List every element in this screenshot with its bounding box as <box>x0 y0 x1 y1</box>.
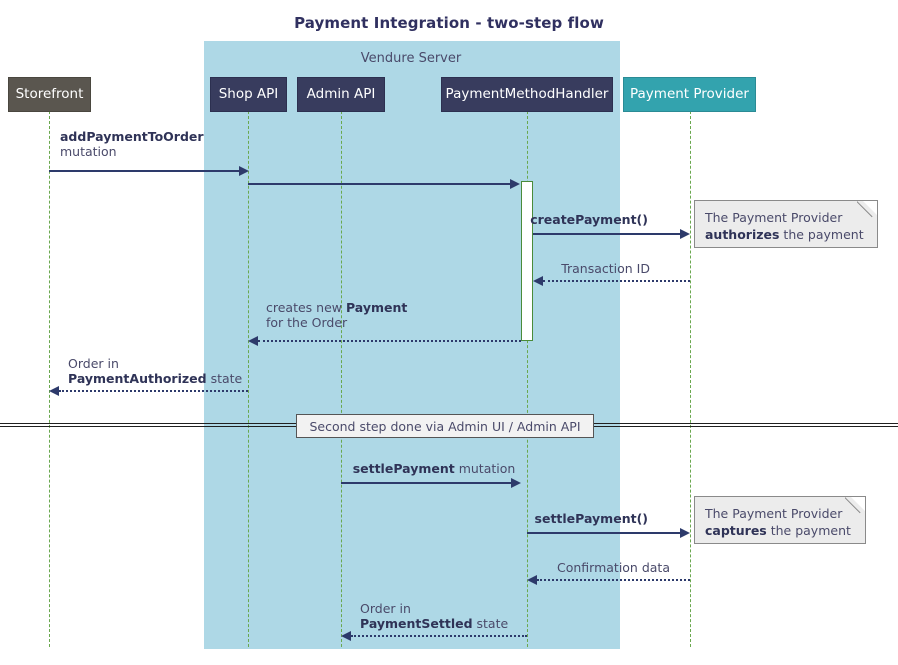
message-label-settle-payment-mutation: settlePayment mutation <box>290 461 578 476</box>
note-bold: authorizes <box>705 227 780 242</box>
arrow-head-right-icon <box>680 229 690 239</box>
message-label-create-payment: createPayment() <box>420 212 648 227</box>
participant-payment-method-handler-label: PaymentMethodHandler <box>445 85 609 102</box>
message-label-settle-payment-mutation-bold: settlePayment <box>352 461 455 476</box>
note-rest: the payment <box>779 227 864 242</box>
message-label-payment-authorized-line1: Order in <box>68 356 119 371</box>
message-label-transaction-id: Transaction ID <box>430 261 650 276</box>
message-label-payment-settled-bold: PaymentSettled <box>360 616 473 631</box>
message-arrow-add-payment-to-order <box>49 170 239 172</box>
message-label-payment-settled-line1: Order in <box>360 601 411 616</box>
note-line-1: The Payment Provider <box>705 210 843 225</box>
message-label-payment-authorized-rest: state <box>206 371 243 386</box>
message-arrow-creates-new-payment <box>258 340 521 342</box>
participant-storefront-label: Storefront <box>15 85 84 102</box>
note-payment-provider-authorizes: The Payment Provider authorizes the paym… <box>694 200 878 248</box>
message-label-create-payment-bold: createPayment() <box>530 212 648 227</box>
message-label-add-payment-to-order-bold: addPaymentToOrder <box>60 129 204 144</box>
participant-storefront[interactable]: Storefront <box>8 77 91 112</box>
message-label-settle-payment-mutation-rest: mutation <box>454 461 516 476</box>
arrow-head-left-icon <box>49 386 59 396</box>
lifeline-payment-provider <box>690 111 691 647</box>
participant-payment-provider[interactable]: Payment Provider <box>623 77 756 112</box>
note-bold: captures <box>705 523 767 538</box>
arrow-head-left-icon <box>248 336 258 346</box>
message-arrow-payment-authorized <box>59 390 248 392</box>
message-label-creates-new-payment: creates new Payment for the Order <box>266 300 407 330</box>
note-fold-edge-icon <box>857 201 877 221</box>
arrow-head-right-icon <box>511 478 521 488</box>
participant-admin-api-label: Admin API <box>306 85 376 102</box>
note-fold-edge-icon <box>845 497 865 517</box>
arrow-head-right-icon <box>680 528 690 538</box>
message-label-creates-new-payment-pre: creates new <box>266 300 346 315</box>
note-payment-provider-captures: The Payment Provider captures the paymen… <box>694 496 866 544</box>
lifeline-shop-api <box>248 111 249 647</box>
divider-box-second-step: Second step done via Admin UI / Admin AP… <box>296 414 594 438</box>
message-arrow-confirmation-data <box>537 579 690 581</box>
participant-shop-api-label: Shop API <box>218 85 279 102</box>
message-label-add-payment-to-order: addPaymentToOrder mutation <box>60 129 204 159</box>
activation-bar-payment-method-handler <box>521 181 533 341</box>
message-label-payment-authorized-bold: PaymentAuthorized <box>68 371 207 386</box>
message-label-payment-settled: Order in PaymentSettled state <box>360 601 508 631</box>
message-label-creates-new-payment-bold: Payment <box>345 300 408 315</box>
lifeline-admin-api <box>341 111 342 647</box>
message-label-settle-payment-call-bold: settlePayment() <box>534 511 648 526</box>
message-label-confirmation-data: Confirmation data <box>420 560 670 575</box>
arrow-head-left-icon <box>341 631 351 641</box>
arrow-head-left-icon <box>527 575 537 585</box>
message-label-confirmation-data-text: Confirmation data <box>556 560 670 575</box>
message-arrow-settle-payment-mutation <box>341 482 511 484</box>
message-label-transaction-id-text: Transaction ID <box>561 261 650 276</box>
page-title: Payment Integration - two-step flow <box>294 14 604 32</box>
lifeline-storefront <box>49 111 50 647</box>
group-label-vendure-server: Vendure Server <box>360 51 462 66</box>
note-rest: the payment <box>766 523 851 538</box>
divider-label: Second step done via Admin UI / Admin AP… <box>309 418 581 434</box>
participant-payment-method-handler[interactable]: PaymentMethodHandler <box>441 77 613 112</box>
message-arrow-settle-payment-call <box>527 532 680 534</box>
message-label-payment-authorized: Order in PaymentAuthorized state <box>68 356 242 386</box>
group-box-vendure-server <box>204 41 620 649</box>
arrow-head-left-icon <box>533 276 543 286</box>
message-arrow-payment-settled <box>351 635 527 637</box>
message-arrow-create-payment <box>533 233 680 235</box>
message-arrow-transaction-id <box>543 280 690 282</box>
message-label-creates-new-payment-line2: for the Order <box>266 315 348 330</box>
participant-payment-provider-label: Payment Provider <box>630 85 749 102</box>
arrow-head-right-icon <box>510 179 520 189</box>
message-label-settle-payment-call: settlePayment() <box>420 511 648 526</box>
note-line-1: The Payment Provider <box>705 506 843 521</box>
participant-shop-api[interactable]: Shop API <box>210 77 287 112</box>
message-label-add-payment-to-order-line2: mutation <box>60 144 117 159</box>
participant-admin-api[interactable]: Admin API <box>297 77 385 112</box>
lifeline-payment-method-handler <box>527 111 528 647</box>
message-label-payment-settled-rest: state <box>472 616 509 631</box>
message-arrow-shop-api-to-handler <box>248 183 510 185</box>
arrow-head-right-icon <box>239 166 249 176</box>
